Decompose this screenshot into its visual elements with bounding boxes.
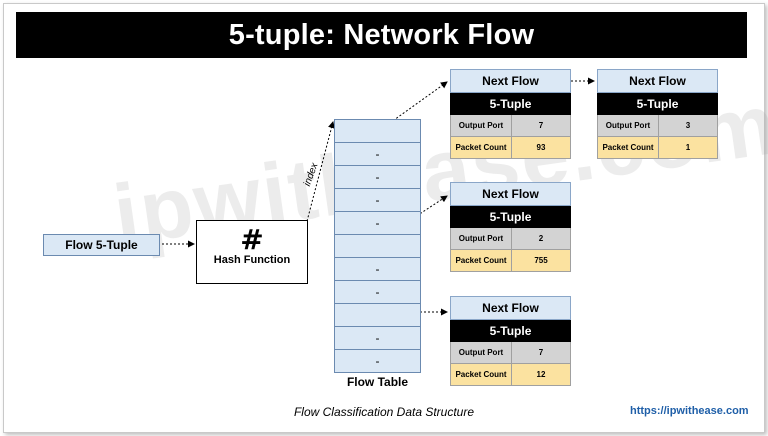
node-header: Next Flow [450, 182, 571, 206]
packet-count-row: Packet Count 755 [450, 250, 571, 272]
diagram-caption: Flow Classification Data Structure [293, 405, 475, 419]
page-title: 5-tuple: Network Flow [16, 12, 747, 58]
packet-count-row: Packet Count 1 [597, 137, 718, 159]
output-port-row: Output Port 2 [450, 228, 571, 250]
packet-count-value: 755 [512, 250, 571, 272]
table-row: - [334, 258, 421, 281]
table-row [334, 119, 421, 143]
table-row: - [334, 350, 421, 373]
output-port-value: 7 [512, 342, 571, 364]
node-header: Next Flow [450, 296, 571, 320]
node-tuple: 5-Tuple [450, 93, 571, 115]
flow-node-3: Next Flow 5-Tuple Output Port 2 Packet C… [450, 182, 571, 272]
flow-table-label: Flow Table [346, 375, 409, 389]
output-port-row: Output Port 3 [597, 115, 718, 137]
hash-icon: # [240, 223, 264, 256]
hash-function-label: Hash Function [213, 254, 291, 266]
output-port-label: Output Port [450, 342, 512, 364]
node-header: Next Flow [597, 69, 718, 93]
output-port-row: Output Port 7 [450, 342, 571, 364]
output-port-value: 7 [512, 115, 571, 137]
node-tuple: 5-Tuple [597, 93, 718, 115]
packet-count-label: Packet Count [450, 364, 512, 386]
flow-5-tuple-box: Flow 5-Tuple [43, 234, 160, 256]
arrow-hash-to-table [305, 121, 335, 226]
table-row [334, 235, 421, 258]
flow-node-2: Next Flow 5-Tuple Output Port 3 Packet C… [597, 69, 718, 159]
node-header: Next Flow [450, 69, 571, 93]
hash-function-box: # Hash Function [196, 220, 308, 284]
node-tuple: 5-Tuple [450, 320, 571, 342]
output-port-label: Output Port [450, 228, 512, 250]
packet-count-value: 1 [659, 137, 718, 159]
table-row: - [334, 327, 421, 350]
packet-count-value: 93 [512, 137, 571, 159]
packet-count-label: Packet Count [450, 250, 512, 272]
packet-count-row: Packet Count 12 [450, 364, 571, 386]
packet-count-value: 12 [512, 364, 571, 386]
flow-node-1: Next Flow 5-Tuple Output Port 7 Packet C… [450, 69, 571, 159]
output-port-label: Output Port [450, 115, 512, 137]
output-port-row: Output Port 7 [450, 115, 571, 137]
table-row: - [334, 143, 421, 166]
table-row: - [334, 166, 421, 189]
flow-table: - - - - - - - - [334, 119, 421, 373]
table-row: - [334, 212, 421, 235]
flow-node-4: Next Flow 5-Tuple Output Port 7 Packet C… [450, 296, 571, 386]
output-port-label: Output Port [597, 115, 659, 137]
table-row [334, 304, 421, 327]
table-row: - [334, 189, 421, 212]
table-row: - [334, 281, 421, 304]
packet-count-label: Packet Count [597, 137, 659, 159]
output-port-value: 3 [659, 115, 718, 137]
packet-count-row: Packet Count 93 [450, 137, 571, 159]
node-tuple: 5-Tuple [450, 206, 571, 228]
output-port-value: 2 [512, 228, 571, 250]
site-link[interactable]: https://ipwithease.com [630, 405, 749, 417]
packet-count-label: Packet Count [450, 137, 512, 159]
